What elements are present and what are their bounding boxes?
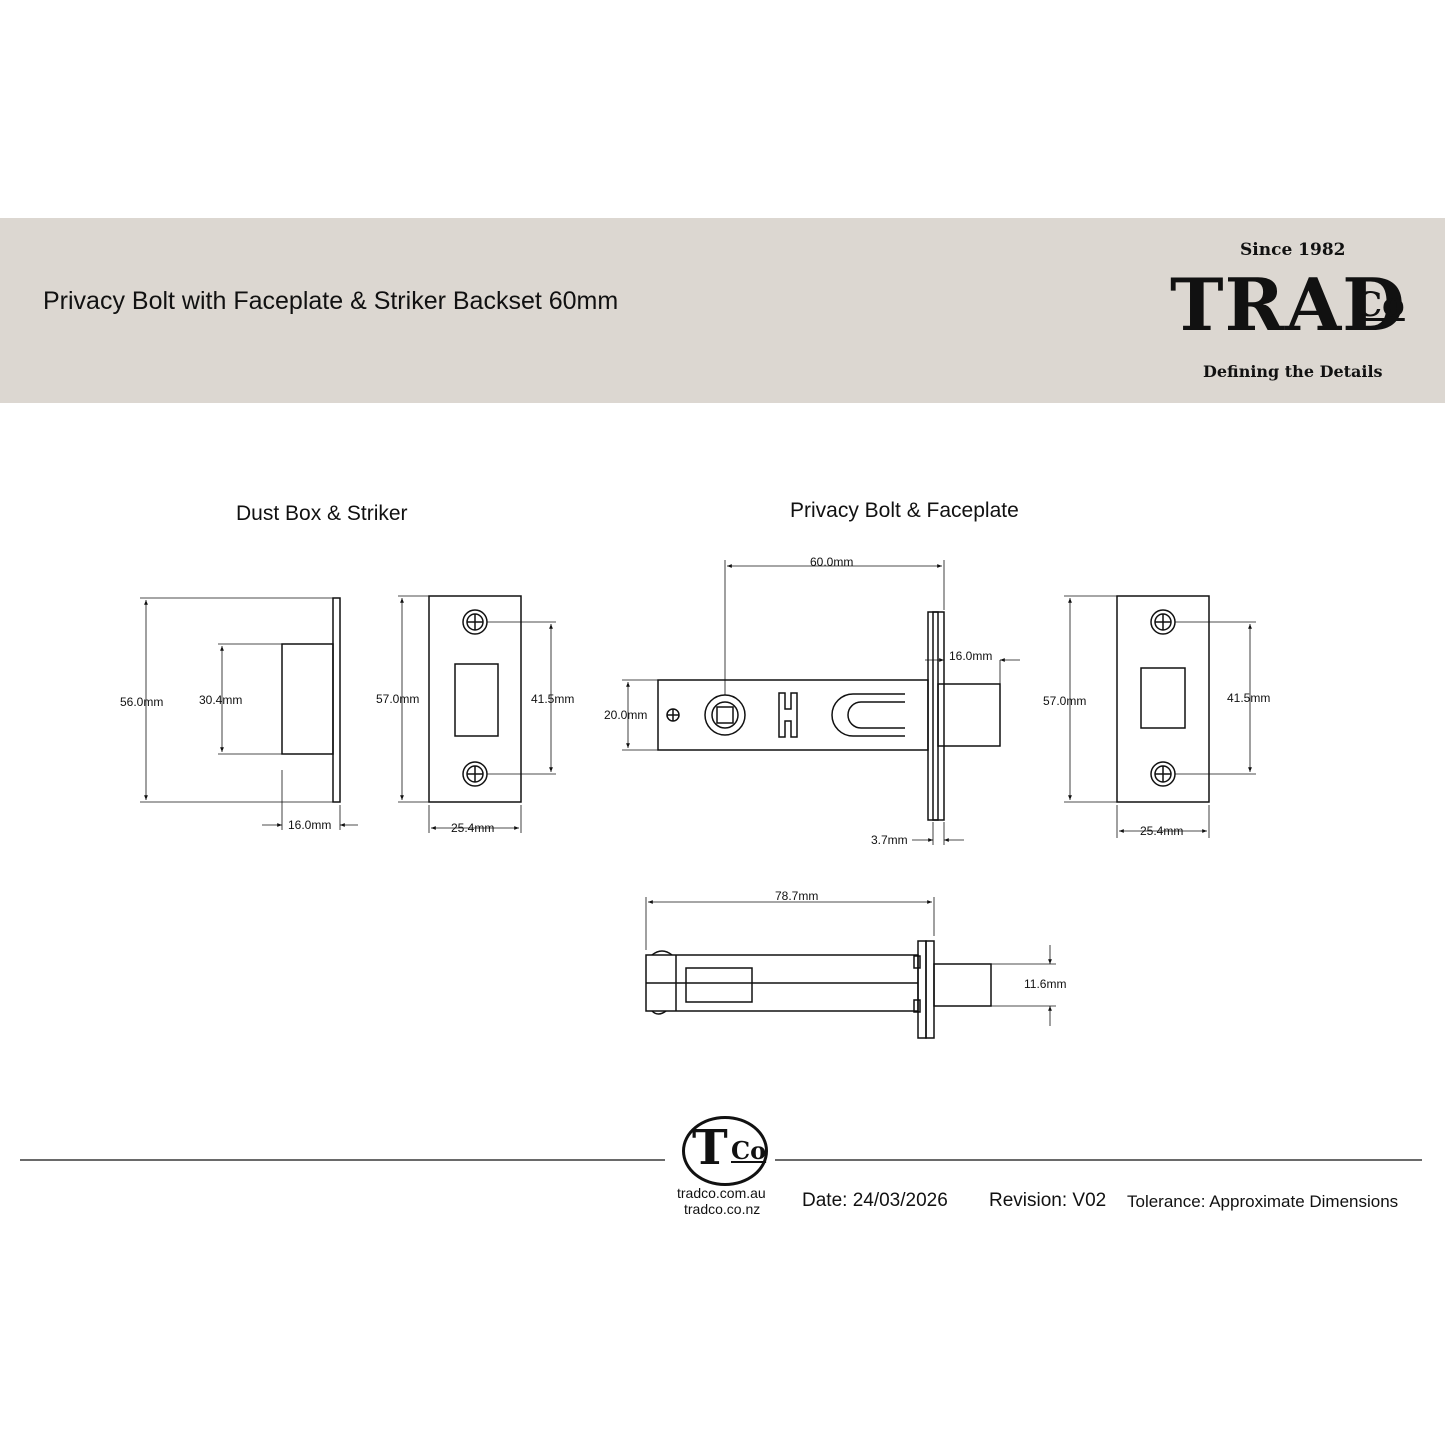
dim-overall-length: 78.7mm bbox=[775, 889, 818, 903]
website-au-link[interactable]: tradco.com.au bbox=[677, 1185, 766, 1201]
dust-box-body bbox=[281, 643, 334, 755]
footer-logo: T bbox=[692, 1120, 728, 1176]
website-nz-link[interactable]: tradco.co.nz bbox=[684, 1201, 761, 1217]
dim-faceplate-width: 25.4mm bbox=[1140, 824, 1183, 838]
dim-faceplate-thickness: 3.7mm bbox=[871, 833, 908, 847]
footer-logo-suffix: Co bbox=[731, 1136, 767, 1165]
dim-striker-holes: 41.5mm bbox=[531, 692, 574, 706]
bolt-head-top bbox=[933, 963, 992, 1007]
document-tolerance: Tolerance: Approximate Dimensions bbox=[1127, 1192, 1399, 1211]
document-revision: Revision: V02 bbox=[989, 1190, 1107, 1211]
brand-logo-suffix: Co bbox=[1355, 285, 1405, 325]
brand-tagline: Defining the Details bbox=[1203, 362, 1383, 381]
header-band bbox=[0, 218, 1445, 403]
dim-bolt-throw: 16.0mm bbox=[949, 649, 992, 663]
dust-box-side-view bbox=[140, 597, 341, 830]
document-date: Date: 24/03/2026 bbox=[802, 1190, 948, 1211]
bolt-head bbox=[937, 683, 1001, 747]
dim-faceplate-height: 57.0mm bbox=[1043, 694, 1086, 708]
striker-plate bbox=[428, 595, 522, 803]
bolt-slot bbox=[831, 693, 905, 737]
dim-striker-width: 25.4mm bbox=[451, 821, 494, 835]
dim-dust-box-height: 56.0mm bbox=[120, 695, 163, 709]
dim-striker-height: 57.0mm bbox=[376, 692, 419, 706]
dim-case-height: 20.0mm bbox=[604, 708, 647, 722]
spindle-hole-icon bbox=[704, 694, 746, 736]
bolt-case bbox=[657, 679, 929, 751]
striker-front-view bbox=[428, 595, 522, 803]
section-title-privacy-bolt: Privacy Bolt & Faceplate bbox=[790, 499, 1019, 522]
bolt-window bbox=[685, 967, 753, 1003]
striker-slot bbox=[454, 663, 499, 737]
footer-logo-ring bbox=[682, 1116, 768, 1186]
dust-box-flange bbox=[332, 597, 341, 803]
dim-backset: 60.0mm bbox=[810, 555, 853, 569]
section-title-dust-box: Dust Box & Striker bbox=[236, 502, 408, 525]
dim-faceplate-holes: 41.5mm bbox=[1227, 691, 1270, 705]
brand-since: Since 1982 bbox=[1240, 240, 1346, 260]
document-title: Privacy Bolt with Faceplate & Striker Ba… bbox=[43, 287, 619, 315]
faceplate-plate bbox=[1116, 595, 1210, 803]
faceplate-slot bbox=[1140, 667, 1186, 729]
brand-logo: TRAD bbox=[1170, 262, 1406, 347]
dim-dust-box-inner: 30.4mm bbox=[199, 693, 242, 707]
bolt-cutout bbox=[778, 692, 798, 738]
privacy-bolt-top-view bbox=[645, 940, 992, 1039]
dim-bolt-height: 11.6mm bbox=[1024, 977, 1066, 991]
privacy-bolt-side-view bbox=[657, 611, 1001, 821]
dim-dust-box-depth: 16.0mm bbox=[288, 818, 331, 832]
faceplate-front-view bbox=[1116, 595, 1210, 803]
